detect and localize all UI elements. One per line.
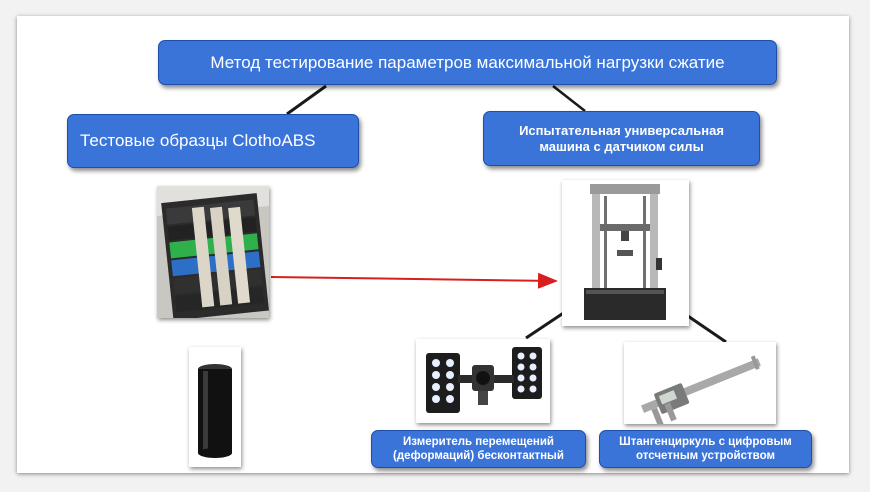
title-label: Метод тестирование параметров максимальн…: [210, 52, 725, 72]
testing-machine-photo: [562, 180, 689, 326]
connector-machine-caliper: [681, 310, 727, 344]
connector-title-samples: [286, 84, 327, 116]
samples-tray-photo: [157, 186, 269, 318]
title-box: Метод тестирование параметров максимальн…: [158, 40, 777, 85]
red-arrow: [270, 272, 558, 289]
caliper-label: Штангенциркуль с цифровым отсчетным устр…: [619, 436, 792, 462]
machine-label: Испытательная универсальная машина с дат…: [519, 122, 724, 154]
machine-box: Испытательная универсальная машина с дат…: [483, 111, 760, 166]
samples-label: Тестовые образцы ClothoABS: [80, 131, 316, 150]
caliper-box: Штангенциркуль с цифровым отсчетным устр…: [599, 430, 812, 468]
connector-machine-measurer: [525, 310, 566, 340]
samples-box: Тестовые образцы ClothoABS: [67, 114, 359, 168]
measurer-label: Измеритель перемещений (деформаций) беск…: [393, 436, 564, 462]
optical-measurer-photo: [416, 339, 550, 423]
connector-title-machine: [552, 85, 586, 112]
measurer-box: Измеритель перемещений (деформаций) беск…: [371, 430, 586, 468]
digital-caliper-photo: [624, 342, 776, 424]
cylinder-sample-photo: [189, 347, 241, 467]
